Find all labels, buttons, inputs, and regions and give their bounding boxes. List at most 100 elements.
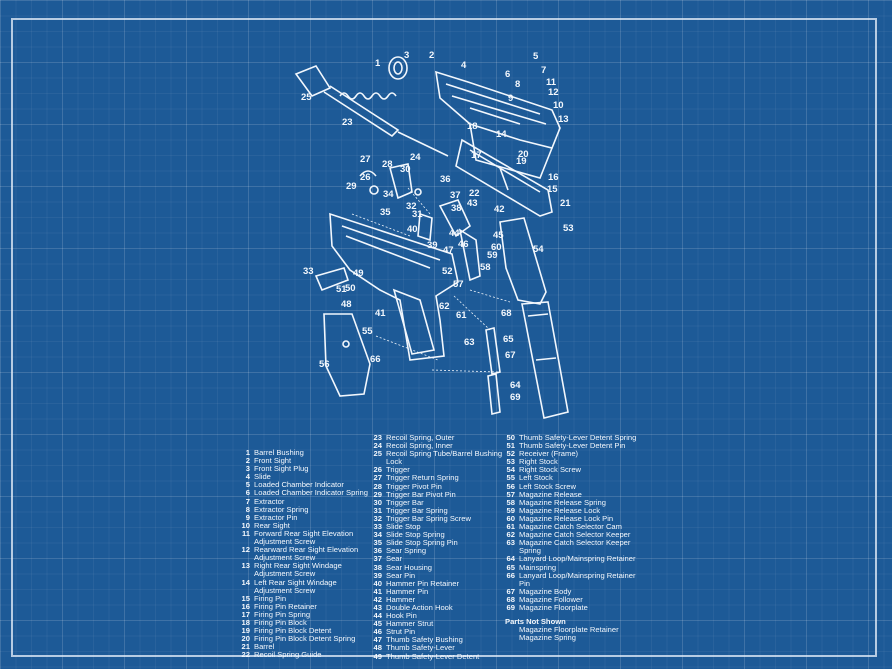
legend-item-label: Magazine Floorplate [519, 602, 588, 612]
legend-item-label: Recoil Spring Tube/Barrel Bushing [386, 449, 503, 459]
callout-number: 41 [375, 308, 386, 319]
legend-item-label: Trigger Bar Spring [386, 505, 448, 515]
legend-item-number: 58 [506, 497, 515, 507]
legend-item-number: 24 [373, 441, 382, 451]
callout-number: 13 [558, 114, 569, 125]
legend-item-label: Firing Pin Block Detent Spring [254, 634, 356, 644]
legend-item-number: 38 [373, 562, 382, 572]
legend-item: Spring [501, 547, 636, 555]
slide-stop-part [314, 267, 350, 292]
legend-item-label: Magazine Body [519, 586, 572, 596]
legend-item-label: Sear Pin [386, 570, 416, 580]
legend-item-label: Lanyard Loop/Mainspring Retainer [519, 570, 636, 580]
callout-number: 1 [375, 58, 381, 69]
callout-number: 51 [336, 284, 347, 295]
legend-item-label: Loaded Chamber Indicator Spring [254, 488, 368, 498]
callout-number: 64 [510, 380, 521, 391]
legend-item: Adjustment Screw [236, 537, 368, 546]
legend-item-number: 26 [373, 465, 382, 475]
legend-item-number: 67 [506, 586, 515, 596]
callout-number: 2 [429, 50, 434, 61]
callout-number: 33 [303, 266, 314, 277]
callout-number: 66 [370, 354, 381, 365]
mainspring-part [485, 327, 501, 415]
legend-item-number: 59 [506, 505, 515, 515]
legend-item-number: 27 [373, 473, 382, 483]
legend-item-label: Right Rear Sight Windage [254, 561, 342, 571]
callout-number: 38 [451, 203, 462, 214]
sheet-border [11, 18, 877, 657]
legend-item: Adjustment Screw [236, 570, 368, 578]
legend-item: 26 Trigger [368, 466, 502, 474]
callout-number: 19 [516, 156, 527, 167]
legend-item-number: 4 [245, 472, 250, 482]
legend-item-label: Firing Pin Retainer [254, 601, 317, 611]
legend-item-label: Hammer Pin [386, 586, 429, 596]
legend-item-label: Trigger [386, 465, 410, 475]
callout-number: 29 [346, 181, 357, 192]
legend-item-label: Hammer Pin Retainer [386, 578, 460, 588]
legend-item-label: Receiver (Frame) [519, 449, 579, 459]
legend-item-label: Trigger Bar Spring Screw [386, 513, 471, 523]
callout-number: 4 [461, 60, 467, 71]
legend-item-label: Magazine Catch Selector Cam [519, 522, 622, 532]
legend-item-label: Trigger Bar [386, 497, 424, 507]
legend-item-number: 46 [373, 627, 382, 637]
callout-number: 28 [382, 159, 393, 170]
callout-number: 27 [360, 154, 371, 165]
callout-number: 68 [501, 308, 512, 319]
legend-item-number: 12 [241, 545, 250, 555]
legend-item-number: 23 [373, 433, 382, 442]
legend-item-number: 47 [373, 635, 382, 645]
callout-number: 22 [469, 188, 480, 199]
legend-item-label: Recoil Spring, Inner [386, 441, 453, 451]
legend-item-label: Firing Pin [254, 593, 287, 603]
callout-number: 59 [487, 250, 498, 261]
callout-number: 61 [456, 310, 467, 321]
right-stock-part [499, 217, 547, 305]
legend-item-label: Magazine Release Lock Pin [519, 513, 614, 523]
legend-item-label: Slide Stop Spring [386, 530, 445, 540]
legend-item-number: 37 [373, 554, 382, 564]
callout-number: 26 [360, 172, 371, 183]
callout-number: 45 [493, 230, 504, 241]
legend-item-label: Front Sight [254, 456, 292, 466]
legend-item-number: 68 [506, 594, 515, 604]
legend-item: 6 Loaded Chamber Indicator Spring [236, 489, 368, 497]
parts-not-shown-title: Parts Not Shown [505, 617, 566, 627]
legend-item-number: 48 [373, 643, 382, 653]
callout-number: 60 [491, 242, 502, 253]
callout-number: 21 [560, 198, 571, 209]
legend-item-number: 6 [245, 488, 250, 498]
callout-number: 31 [412, 209, 423, 220]
legend-item: Lock [368, 458, 502, 466]
legend-item-number: 1 [245, 448, 250, 457]
legend-item: 24 Recoil Spring, Inner [368, 441, 502, 451]
legend-item-number: 40 [373, 578, 382, 588]
legend-item-number: 18 [241, 617, 250, 627]
legend-item-label: Adjustment Screw [254, 585, 316, 595]
callout-number: 63 [464, 337, 475, 348]
